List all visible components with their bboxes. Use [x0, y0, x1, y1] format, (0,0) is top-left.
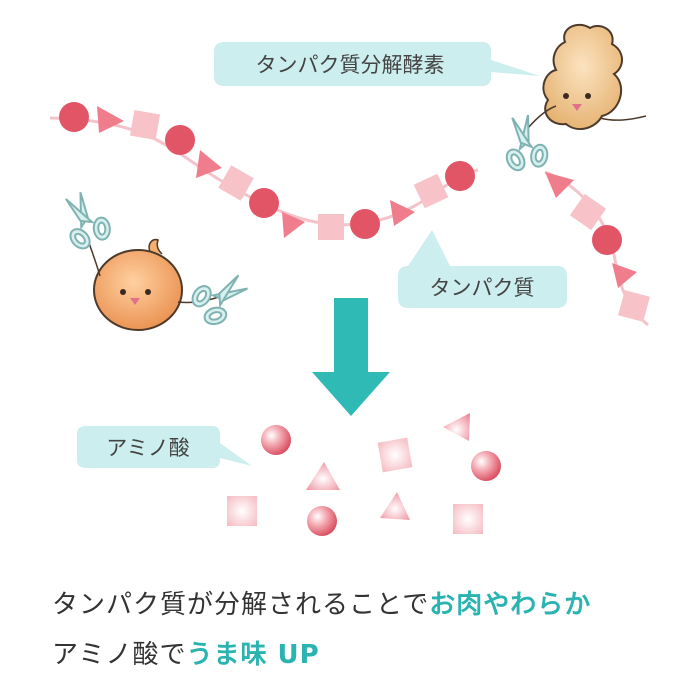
- caption-line-1-highlight: お肉やわらか: [429, 590, 592, 620]
- amino-triangle: [380, 492, 410, 520]
- caption-line-1-text: タンパク質が分解されることで: [52, 590, 430, 620]
- amino-label: アミノ酸: [106, 436, 190, 460]
- protein-chain-right: [544, 170, 650, 327]
- chain-triangle: [97, 106, 124, 133]
- chain-ball: [165, 125, 195, 155]
- chain-triangle: [545, 172, 574, 198]
- caption-line-2-highlight: うま味 UP: [186, 640, 320, 670]
- scissors-icon: [496, 111, 554, 176]
- chain-triangle: [282, 212, 305, 238]
- protein-chain-main: [49, 102, 479, 240]
- amino-ball: [261, 425, 291, 455]
- enzyme-label: タンパク質分解酵素: [256, 53, 445, 77]
- amino-square: [227, 496, 257, 526]
- chain-ball: [592, 225, 622, 255]
- ginger-eye: [563, 93, 569, 99]
- chain-square: [569, 193, 607, 231]
- scissors-icon: [183, 261, 258, 334]
- caption-line-2: アミノ酸でうま味 UP: [52, 634, 320, 671]
- amino-label-bubble: アミノ酸: [77, 426, 252, 468]
- amino-square: [453, 504, 483, 534]
- amino-triangle: [443, 413, 470, 441]
- chain-triangle: [196, 150, 222, 178]
- protein-label: タンパク質: [430, 276, 535, 300]
- protein-label-bubble: タンパク質: [398, 230, 567, 308]
- chain-ball: [249, 188, 279, 218]
- amino-triangle: [306, 462, 340, 490]
- chain-square: [618, 290, 650, 322]
- down-arrow-icon: [312, 298, 390, 416]
- caption-line-2-text: アミノ酸で: [52, 640, 187, 670]
- amino-square: [377, 437, 413, 473]
- amino-ball: [471, 451, 501, 481]
- chain-square: [218, 165, 254, 201]
- chain-ball: [59, 102, 89, 132]
- chain-triangle: [612, 263, 637, 288]
- ginger-character-icon: [527, 23, 647, 131]
- amino-acid-pieces: [227, 413, 501, 536]
- enzyme-label-bubble: タンパク質分解酵素: [214, 42, 540, 86]
- chain-ball: [350, 209, 380, 239]
- onion-eye: [145, 289, 151, 295]
- ginger-eye: [585, 93, 591, 99]
- chain-ball: [445, 161, 475, 191]
- onion-eye: [120, 289, 126, 295]
- amino-ball: [307, 506, 337, 536]
- chain-triangle: [390, 200, 415, 226]
- chain-square: [413, 173, 449, 209]
- chain-square: [318, 214, 344, 240]
- onion-character-icon: [87, 238, 223, 331]
- chain-square: [129, 109, 161, 141]
- scissors-icon: [50, 184, 119, 257]
- caption-line-1: タンパク質が分解されることでお肉やわらか: [52, 584, 591, 621]
